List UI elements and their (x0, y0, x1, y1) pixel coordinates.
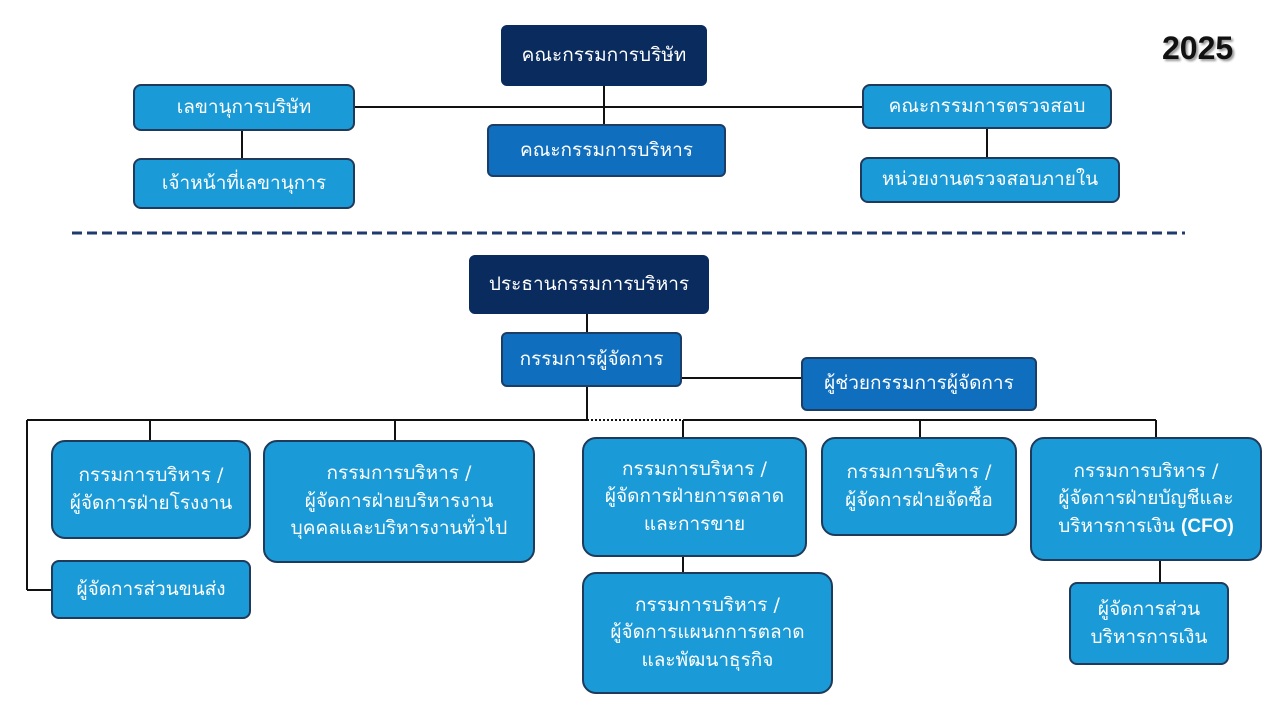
box-line: กรรมการบริหาร / (1073, 459, 1219, 482)
box-label: เลขานุการบริษัท (176, 95, 312, 118)
box-line: ผู้จัดการฝ่ายการตลาด (604, 485, 785, 508)
box-line: ผู้จัดการส่วน (1097, 597, 1201, 620)
box-line: บริหารการเงิน (1090, 625, 1208, 648)
box-line: ผู้จัดการฝ่ายโรงงาน (69, 491, 233, 514)
box-internal-audit: หน่วยงานตรวจสอบภายใน (860, 157, 1120, 203)
box-line-text: บริหารการเงิน (1058, 514, 1175, 537)
box-accounting-finance: กรรมการบริหาร / ผู้จัดการฝ่ายบัญชีและ บร… (1030, 437, 1262, 561)
box-executive-committee: คณะกรรมการบริหาร (487, 124, 726, 177)
box-line: ผู้จัดการแผนกการตลาด (610, 621, 805, 644)
box-label: ผู้จัดการส่วนขนส่ง (76, 577, 226, 600)
box-procurement: กรรมการบริหาร / ผู้จัดการฝ่ายจัดซื้อ (821, 437, 1017, 536)
box-line: กรรมการบริหาร / (78, 463, 224, 486)
year-label: 2025 (1162, 30, 1234, 66)
box-label: กรรมการผู้จัดการ (519, 347, 664, 370)
box-line: บริหารการเงิน (CFO) (1058, 513, 1234, 541)
box-company-secretary: เลขานุการบริษัท (133, 84, 355, 131)
box-line: กรรมการบริหาร / (635, 593, 780, 616)
box-company-board: คณะกรรมการบริษัท (501, 25, 707, 86)
box-line: กรรมการบริหาร / (622, 457, 767, 480)
box-secretary-officer: เจ้าหน้าที่เลขานุการ (133, 158, 355, 209)
box-marketing-sales: กรรมการบริหาร / ผู้จัดการฝ่ายการตลาด และ… (582, 437, 807, 557)
box-line: ผู้จัดการฝ่ายบริหารงาน (304, 489, 494, 512)
box-line: กรรมการบริหาร / (326, 462, 472, 485)
box-factory: กรรมการบริหาร / ผู้จัดการฝ่ายโรงงาน (51, 440, 251, 539)
box-marketing-bizdev: กรรมการบริหาร / ผู้จัดการแผนกการตลาด และ… (582, 572, 833, 694)
box-label: คณะกรรมการบริษัท (521, 43, 687, 66)
box-label: เจ้าหน้าที่เลขานุการ (161, 171, 327, 194)
box-label: ผู้ช่วยกรรมการผู้จัดการ (824, 372, 1014, 395)
box-label: คณะกรรมการตรวจสอบ (888, 94, 1086, 117)
box-label: คณะกรรมการบริหาร (519, 138, 694, 161)
box-logistics: ผู้จัดการส่วนขนส่ง (51, 560, 251, 619)
box-hr-admin: กรรมการบริหาร / ผู้จัดการฝ่ายบริหารงาน บ… (263, 440, 535, 563)
box-line: ผู้จัดการฝ่ายบัญชีและ (1058, 487, 1234, 510)
box-managing-director: กรรมการผู้จัดการ (501, 332, 682, 387)
box-line: บุคคลและบริหารงานทั่วไป (290, 517, 508, 540)
cfo-tag: (CFO) (1181, 515, 1234, 537)
box-label: ประธานกรรมการบริหาร (488, 272, 690, 295)
box-line: และพัฒนาธุรกิจ (641, 648, 774, 671)
box-assistant-md: ผู้ช่วยกรรมการผู้จัดการ (801, 357, 1037, 411)
box-audit-committee: คณะกรรมการตรวจสอบ (862, 84, 1112, 129)
box-executive-chairman: ประธานกรรมการบริหาร (469, 255, 709, 314)
box-line: กรรมการบริหาร / (846, 460, 992, 483)
box-finance-section: ผู้จัดการส่วน บริหารการเงิน (1069, 582, 1229, 665)
box-line: และการขาย (643, 512, 746, 535)
box-label: หน่วยงานตรวจสอบภายใน (881, 168, 1099, 191)
box-line: ผู้จัดการฝ่ายจัดซื้อ (845, 488, 993, 511)
